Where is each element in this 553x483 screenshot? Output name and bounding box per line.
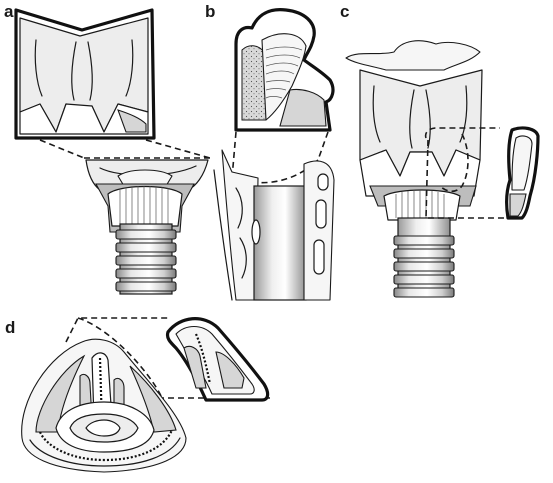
panel-c: c bbox=[340, 2, 540, 298]
panel-c-hyoid bbox=[345, 40, 481, 71]
panel-label-a: a bbox=[4, 2, 14, 21]
panel-label-b: b bbox=[205, 2, 215, 21]
panel-b: b bbox=[205, 2, 335, 301]
panel-a-tracheal-rings bbox=[115, 229, 177, 292]
panel-c-tracheal-rings bbox=[393, 235, 455, 298]
panel-b-inset bbox=[234, 8, 335, 132]
panel-label-c: c bbox=[340, 2, 349, 21]
panel-b-sagittal-section bbox=[213, 149, 335, 301]
panel-label-d: d bbox=[5, 318, 15, 337]
panel-a: a bbox=[4, 2, 211, 295]
panel-d-cross-section bbox=[21, 338, 187, 473]
panel-d: d bbox=[5, 317, 270, 473]
panel-a-inset bbox=[14, 8, 156, 140]
panel-a-zoom-lines bbox=[39, 139, 211, 159]
panel-c-resection-outline bbox=[424, 127, 510, 219]
panel-a-larynx bbox=[85, 159, 209, 295]
